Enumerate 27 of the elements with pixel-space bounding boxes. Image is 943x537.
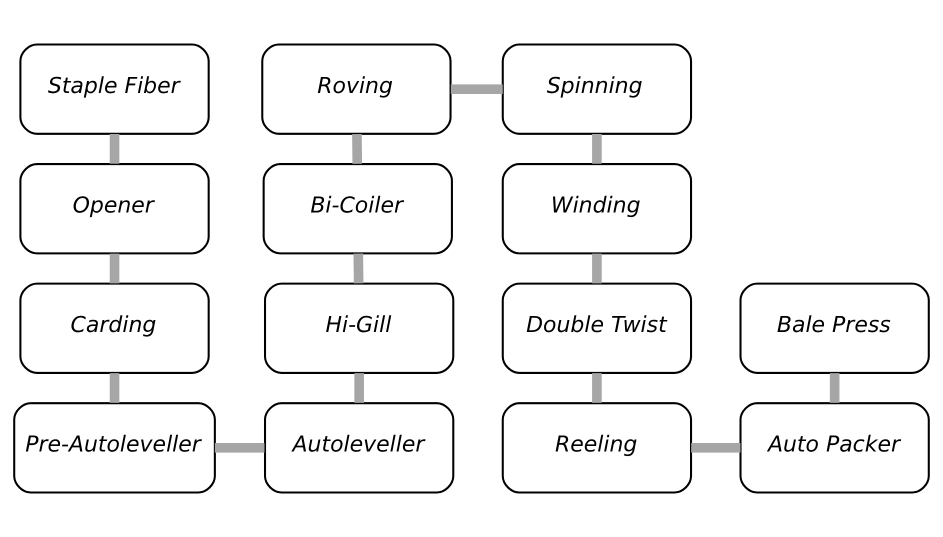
node-box: Autoleveller (264, 402, 454, 494)
connector (830, 373, 840, 403)
connector (353, 254, 364, 284)
connector (592, 254, 602, 284)
node-box: Auto Packer (739, 402, 930, 494)
connector (450, 84, 503, 94)
connector (110, 373, 120, 403)
connector (592, 373, 602, 403)
node-box: Bi-Coiler (262, 163, 453, 254)
node-box: Staple Fiber (19, 43, 210, 135)
node-box: Reeling (502, 402, 692, 494)
node-box: Pre-Autoleveller (13, 402, 216, 494)
connector (110, 254, 120, 284)
node-box: Roving (261, 43, 452, 135)
node-box: Winding (502, 163, 692, 254)
node-box: Opener (19, 163, 210, 254)
connector (352, 134, 362, 164)
node-box: Hi-Gill (264, 282, 454, 374)
connector (214, 443, 264, 453)
node-box: Carding (19, 282, 210, 374)
node-box: Bale Press (739, 282, 930, 374)
node-box: Spinning (502, 43, 692, 135)
connector (691, 443, 740, 453)
connector (354, 373, 364, 403)
node-box: Double Twist (502, 282, 692, 374)
connector (592, 134, 602, 164)
connector (110, 134, 120, 164)
